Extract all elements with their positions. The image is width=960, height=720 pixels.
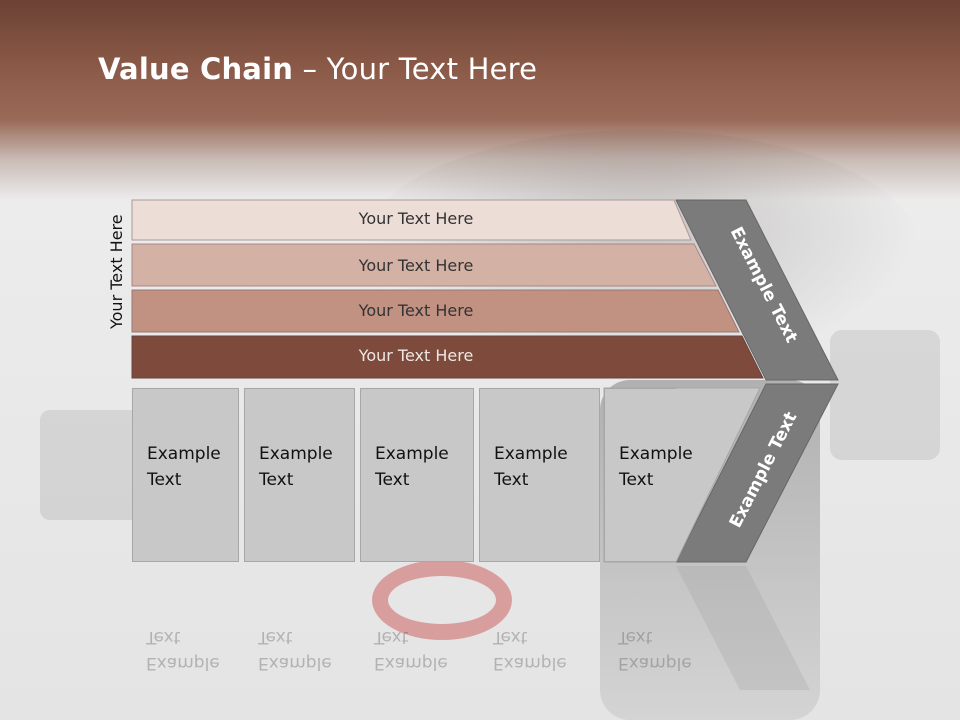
band-3-label: Your Text Here [358,301,474,320]
title-bold: Value Chain [98,52,294,86]
band-4-label: Your Text Here [358,346,474,365]
example-box-2: Example Text [244,388,355,562]
example-box-5-text: Example Text [619,444,693,490]
example-box-3: Example Text [360,388,474,562]
example-box-4: Example Text [479,388,600,562]
example-box-4-text: Example Text [494,444,568,490]
slide-title: Value Chain – Your Text Here [98,52,537,86]
example-box-1: Example Text [132,388,239,562]
box-3-reflection: Example Text [374,627,448,673]
band-2-label: Your Text Here [358,256,474,275]
title-rest: – Your Text Here [293,52,538,86]
band-1-label: Your Text Here [358,209,474,228]
example-box-2-text: Example Text [259,444,333,490]
background-letters-right [830,330,940,460]
example-box-5: Example Text [604,388,693,562]
box-2-reflection: Example Text [258,627,332,673]
background-letters-left [40,410,140,520]
box-5-reflection: Example Text [618,627,692,673]
example-box-3-text: Example Text [375,444,449,490]
box-1-reflection: Example Text [146,627,220,673]
box-4-reflection: Example Text [493,627,567,673]
side-label: Your Text Here [107,214,126,329]
example-box-1-text: Example Text [147,444,221,490]
